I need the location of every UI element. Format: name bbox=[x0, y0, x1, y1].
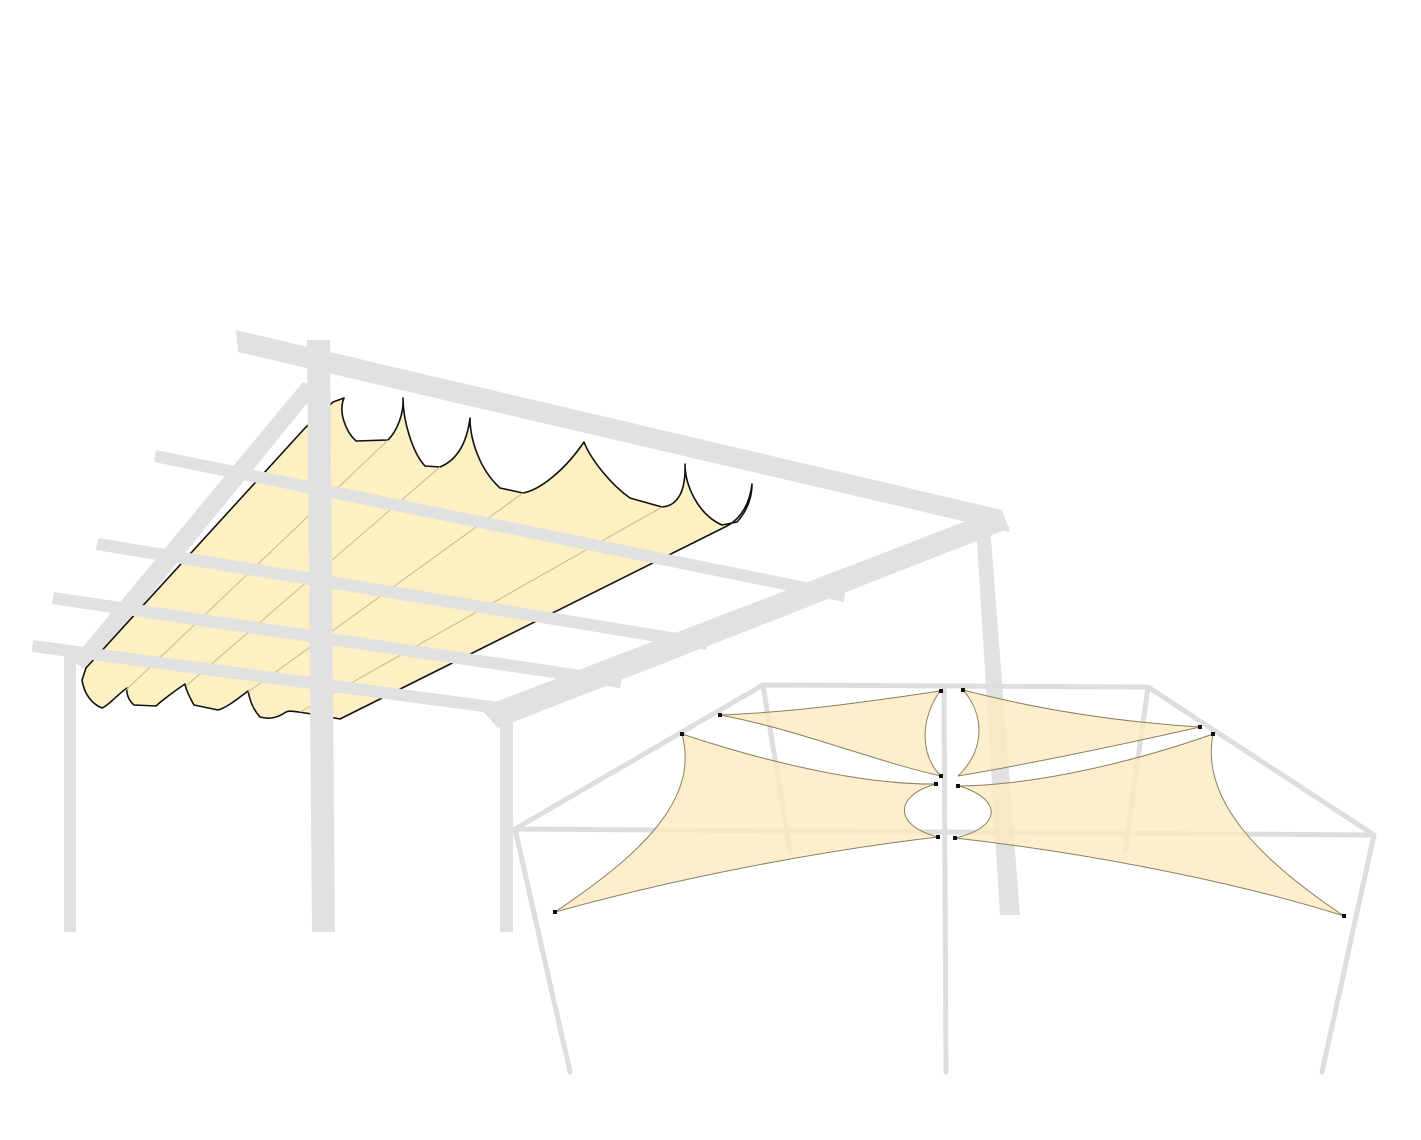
pergola-crossbars bbox=[32, 450, 845, 716]
sail-upper-left bbox=[719, 690, 942, 777]
frame-with-shade-sails-icon bbox=[512, 682, 1377, 1075]
pergola-right-side-beam bbox=[480, 510, 1010, 728]
pergola-front-posts bbox=[64, 340, 513, 932]
sail-lower-right bbox=[954, 733, 1345, 917]
sail-upper-right bbox=[957, 689, 1201, 777]
pergola-back-beam bbox=[236, 330, 1010, 532]
sail-anchor-points bbox=[553, 688, 1346, 918]
sail-lower-left bbox=[554, 733, 939, 913]
pergola-left-side-beam bbox=[72, 382, 318, 672]
shade-sails bbox=[554, 689, 1345, 917]
pergola-with-wave-canopy-icon bbox=[32, 330, 1020, 932]
